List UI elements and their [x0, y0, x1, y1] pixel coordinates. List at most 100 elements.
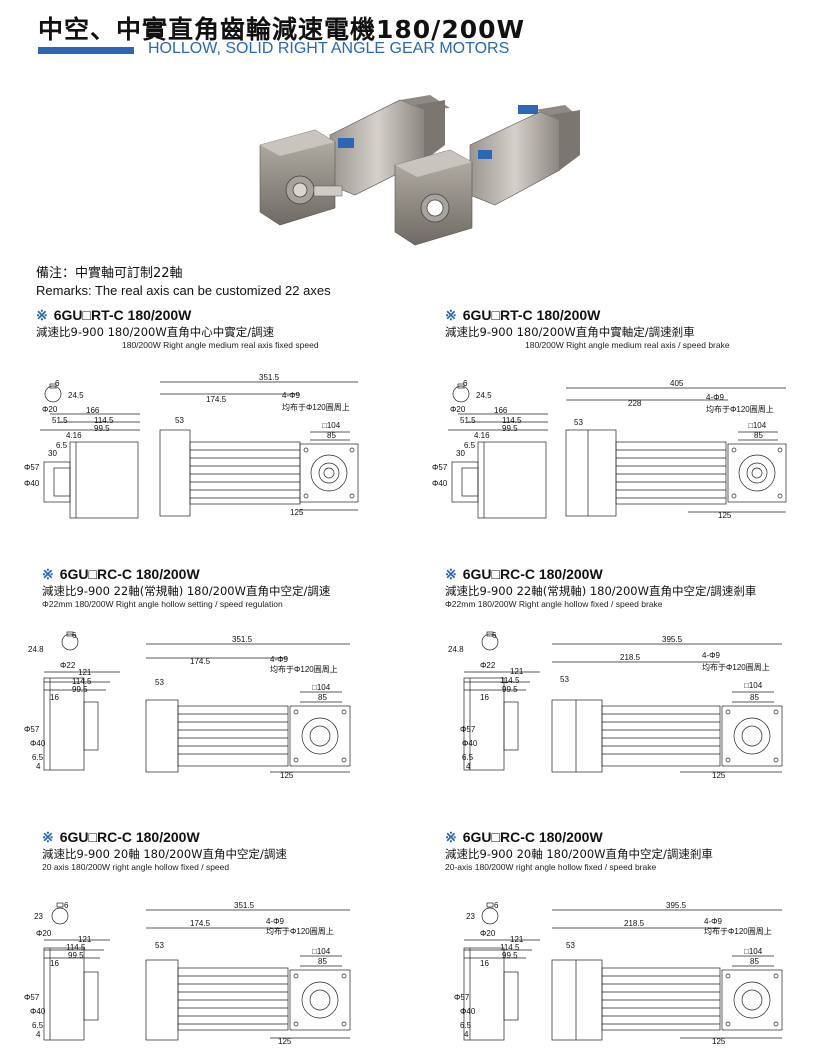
dim-99-5: 99.5 [94, 424, 110, 433]
dim-125: 125 [280, 771, 294, 778]
section-2-header: ※6GU□RT-C 180/200W 減速比9-900 180/200W直角中實… [445, 307, 815, 350]
dim-51-5: 51.5 [52, 416, 68, 425]
dim-pcd: 均布于Φ120圓周上 [706, 404, 774, 414]
dim-shaft: Φ20 [450, 405, 466, 414]
dim-holes: 4-Φ9 [702, 651, 720, 660]
spec-english: Φ22mm 180/200W Right angle hollow settin… [42, 599, 283, 609]
dim-pcd: 均布于Φ120圓周上 [282, 402, 350, 412]
dim-85: 85 [754, 431, 763, 440]
dim-phi40: Φ40 [462, 739, 478, 748]
spec-english: 20 axis 180/200W right angle hollow fixe… [42, 862, 230, 872]
dim-4: 4 [36, 1030, 41, 1039]
page-title: 中空、中實直角齒輪減速電機180/200W [38, 15, 526, 44]
dim-125: 125 [712, 1037, 726, 1046]
model-name: 6GU□RT-C 180/200W [53, 307, 192, 323]
dim-4: 4 [466, 762, 471, 771]
drawing-3: 351.5 174.5 53 4-Φ9 均布于Φ120圓周上 □104 85 1… [24, 631, 351, 778]
dim-key: 6 [72, 631, 77, 640]
dim-114-5: 114.5 [500, 676, 520, 685]
dim-114-5: 114.5 [500, 943, 520, 952]
dim-166: 166 [494, 406, 508, 415]
model-name: 6GU□RC-C 180/200W [462, 566, 603, 582]
dim-121: 121 [510, 935, 524, 944]
drawing-1: 351.5 174.5 53 4-Φ9 均布于Φ120圓周上 □104 85 1… [24, 373, 359, 519]
dim-125: 125 [712, 771, 726, 778]
dim-16: 16 [50, 959, 59, 968]
dim-114-5: 114.5 [66, 943, 86, 952]
dim-125: 125 [718, 511, 732, 520]
reference-mark: ※ [445, 566, 457, 582]
gear-motors-photo [259, 95, 580, 246]
dim-square: □104 [312, 947, 331, 956]
dim-85: 85 [750, 957, 759, 966]
drawing-4: 395.5 218.5 53 4-Φ9 均布于Φ120圓周上 □104 85 1… [448, 631, 783, 778]
dim-4-16: 4.16 [474, 431, 490, 440]
dim-phi40: Φ40 [30, 739, 46, 748]
drawing-5: 351.5 174.5 53 4-Φ9 均布于Φ120圓周上 □104 85 1… [24, 901, 351, 1046]
dim-front: 53 [566, 941, 575, 950]
spec-chinese: 減速比9-900 22軸(常規軸) 180/200W直角中空定/調速 [42, 584, 331, 598]
dim-body-length: 174.5 [206, 395, 227, 404]
dim-holes: 4-Φ9 [704, 917, 722, 926]
dim-front: 53 [560, 675, 569, 684]
reference-mark: ※ [42, 566, 54, 582]
section-6-header: ※ 6GU□RC-C 180/200W 減速比9-900 20軸 180/200W… [445, 829, 815, 872]
dim-phi57: Φ57 [24, 993, 40, 1002]
dim-114-5: 114.5 [502, 416, 522, 425]
dim-front: 53 [155, 678, 164, 687]
model-name: 6GU□RC-C 180/200W [462, 829, 603, 845]
dim-axis: 23 [466, 912, 475, 921]
dim-114-5: 114.5 [72, 677, 92, 686]
dim-axis: 24.5 [68, 391, 84, 400]
dim-key: 6 [64, 901, 69, 910]
dim-99-5: 99.5 [502, 424, 518, 433]
spec-english: 180/200W Right angle medium real axis / … [525, 340, 730, 350]
dim-6-5: 6.5 [462, 753, 474, 762]
dim-front: 53 [574, 418, 583, 427]
dim-6-5: 6.5 [32, 1021, 44, 1030]
dim-30: 30 [48, 449, 57, 458]
dim-99-5: 99.5 [72, 685, 88, 694]
dim-holes: 4-Φ9 [270, 655, 288, 664]
model-name: 6GU□RC-C 180/200W [59, 829, 200, 845]
dim-16: 16 [480, 693, 489, 702]
dim-phi40: Φ40 [24, 479, 40, 488]
dim-shaft: Φ22 [60, 661, 76, 670]
dim-pcd: 均布于Φ120圓周上 [270, 664, 338, 674]
dim-axis: 24.8 [448, 645, 464, 654]
spec-chinese: 減速比9-900 20軸 180/200W直角中空定/調速 [42, 847, 287, 861]
dim-axis: 24.5 [476, 391, 492, 400]
dim-total-length: 351.5 [259, 373, 280, 382]
spec-english: 20-axis 180/200W right angle hollow fixe… [445, 862, 657, 872]
drawing-2: 405 228 53 4-Φ9 均布于Φ120圓周上 □104 85 125 6… [432, 379, 787, 520]
remark-chinese: 備注：中實軸可訂制22軸 [36, 266, 183, 281]
dim-key: 6 [463, 379, 468, 388]
dim-6-5: 6.5 [464, 441, 476, 450]
dim-pcd: 均布于Φ120圓周上 [704, 926, 772, 936]
dim-166: 166 [86, 406, 100, 415]
dim-phi57: Φ57 [24, 725, 40, 734]
dim-85: 85 [318, 957, 327, 966]
dim-holes: 4-Φ9 [706, 393, 724, 402]
spec-chinese: 減速比9-900 180/200W直角中心中實定/調速 [36, 325, 275, 339]
dim-total-length: 351.5 [234, 901, 255, 910]
dim-total-length: 351.5 [232, 635, 253, 644]
dim-square: □104 [744, 947, 763, 956]
dim-shaft: Φ20 [42, 405, 58, 414]
dim-16: 16 [50, 693, 59, 702]
section-5-header: ※6GU□RC-C 180/200W 減速比9-900 20軸 180/200W… [42, 829, 422, 872]
spec-chinese: 減速比9-900 20軸 180/200W直角中空定/調速剎車 [445, 847, 713, 861]
dim-85: 85 [318, 693, 327, 702]
remark-english: Remarks: The real axis can be customized… [36, 283, 331, 298]
dim-114-5: 114.5 [94, 416, 114, 425]
spec-english: 180/200W Right angle medium real axis fi… [122, 340, 319, 350]
dim-121: 121 [78, 668, 92, 677]
dim-125: 125 [278, 1037, 292, 1046]
dim-6-5: 6.5 [56, 441, 68, 450]
dim-body-length: 218.5 [620, 653, 641, 662]
dim-total-length: 395.5 [662, 635, 683, 644]
spec-english: Φ22mm 180/200W Right angle hollow fixed … [445, 599, 663, 609]
dim-pcd: 均布于Φ120圓周上 [702, 662, 770, 672]
section-1-header: ※6GU□RT-C 180/200W 減速比9-900 180/200W直角中心… [36, 307, 416, 350]
reference-mark: ※ [445, 829, 457, 845]
